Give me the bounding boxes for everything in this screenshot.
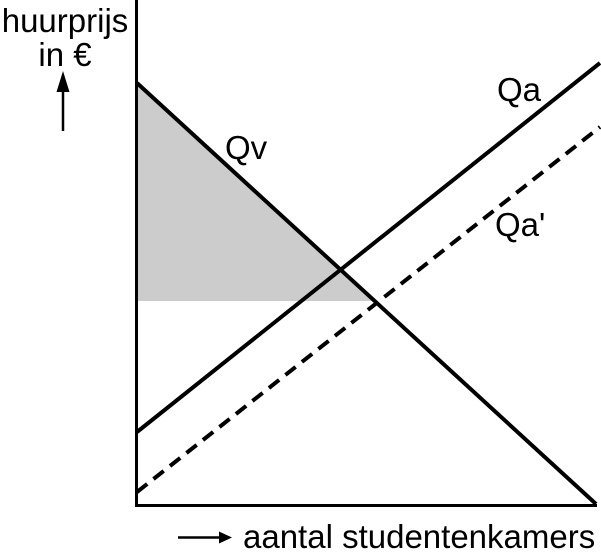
y-axis-title-line2: in € bbox=[38, 36, 92, 73]
series-label-qv: Qv bbox=[225, 129, 268, 166]
series-line-qv bbox=[135, 81, 598, 506]
y-axis-arrow-icon bbox=[56, 71, 70, 131]
y-axis-title-line1: huurprijs bbox=[1, 2, 129, 39]
series-line-qa-prime bbox=[135, 125, 601, 494]
x-axis-arrow-icon bbox=[178, 531, 232, 544]
series-label-qa: Qa bbox=[497, 71, 542, 108]
series-label-qa-prime: Qa' bbox=[495, 206, 546, 243]
x-axis-title: aantal studentenkamers bbox=[243, 518, 596, 555]
y-axis-title: huurprijs in € bbox=[0, 4, 130, 72]
series-line-qa bbox=[135, 61, 601, 434]
